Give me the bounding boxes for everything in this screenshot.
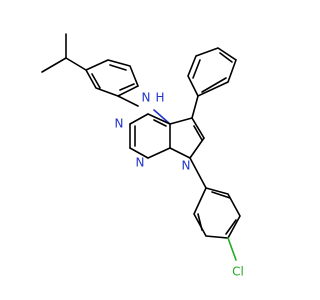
pyrimidine-bond-6: [147, 113, 171, 125]
nh-nitrogen-label: N: [142, 91, 151, 105]
bond-pyrrole-phenyl: [191, 95, 199, 119]
phenyl-double-1: [192, 59, 201, 79]
bond-aryl-nh: [117, 95, 139, 107]
pyrrole-bond-3: [189, 137, 205, 159]
phenyl-ring: [187, 47, 237, 98]
isopropylphenyl-double-1: [91, 73, 101, 89]
chlorophenyl-double-2: [225, 219, 237, 235]
pyrimidine-n-bottom-label: N: [136, 156, 145, 170]
chlorophenyl-double-1: [211, 191, 231, 199]
chlorophenyl-double-3: [197, 213, 203, 231]
pyrimidine-n-top-label: N: [115, 117, 124, 131]
pyrimidine-bond-2: [147, 147, 171, 159]
bonds: [41, 33, 241, 261]
phenyl-double-3: [201, 77, 227, 93]
pyrrole-double: [193, 125, 203, 141]
nh-hydrogen-label: H: [155, 91, 164, 105]
bond-isopropyl-methyl-left: [41, 57, 67, 73]
bond-pyrrole-n-chlorophenyl: [189, 157, 207, 189]
isopropylphenyl-double-2: [119, 83, 135, 91]
pyrrole-n-label: N: [182, 159, 191, 173]
pyrrole-bond-1: [169, 117, 193, 125]
chlorophenyl-ring: [193, 187, 241, 239]
pyrrole-bond-2: [191, 117, 205, 139]
bond-nh-pyrimidine: [153, 109, 171, 125]
pyrimidine-double-1: [153, 119, 167, 127]
pyrrole-bond-4: [169, 147, 191, 159]
chemical-structure-diagram: N H N N N Cl: [41, 33, 244, 279]
bond-chlorine: [227, 237, 237, 261]
pyrimidine-bond-5: [129, 113, 149, 125]
bond-isopropyl-methyl-right: [65, 57, 87, 71]
isopropylphenyl-double-3: [109, 64, 127, 71]
atom-labels: N H N N N Cl: [115, 91, 244, 279]
isopropylphenyl-ring: [84, 59, 140, 97]
chlorine-label: Cl: [232, 265, 244, 279]
phenyl-double-2: [219, 52, 233, 63]
pyrimidine-bond-3: [129, 147, 149, 159]
